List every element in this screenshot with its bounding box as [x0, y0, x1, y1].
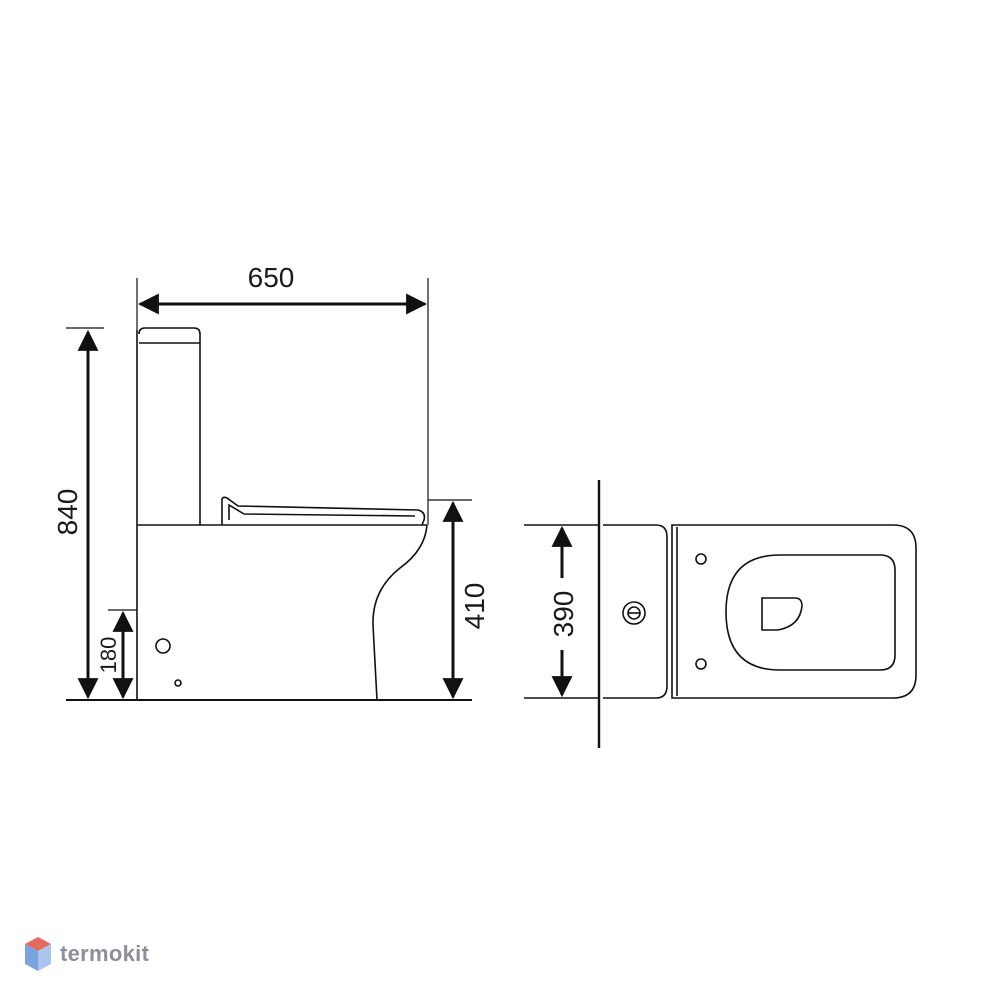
inlet-hole [155, 638, 171, 654]
seat-ring-outline [725, 554, 896, 671]
dim-label-650: 650 [248, 262, 295, 293]
hinge-hole-bottom [695, 658, 707, 670]
cistern-outline [138, 327, 201, 525]
dim-label-180: 180 [96, 637, 121, 674]
fixing-hole [174, 679, 182, 687]
termokit-logo: termokit [24, 936, 149, 972]
dim-label-390: 390 [548, 591, 579, 638]
logo-text: termokit [60, 941, 150, 966]
dim-label-840: 840 [52, 489, 83, 536]
cistern-top-outline [603, 524, 668, 699]
seat-outline [221, 496, 426, 526]
side-dimensions [77, 293, 464, 700]
side-view [66, 278, 472, 701]
bowl-opening [761, 597, 803, 631]
dim-label-410: 410 [459, 583, 490, 630]
termokit-logo-icon [25, 937, 51, 971]
bowl-top-outline [671, 524, 917, 699]
flush-button-outer [622, 601, 646, 625]
seat-inner-line [228, 503, 416, 520]
bowl-front-curve [372, 524, 428, 701]
hinge-hole-top [695, 553, 707, 565]
top-view [524, 480, 917, 748]
